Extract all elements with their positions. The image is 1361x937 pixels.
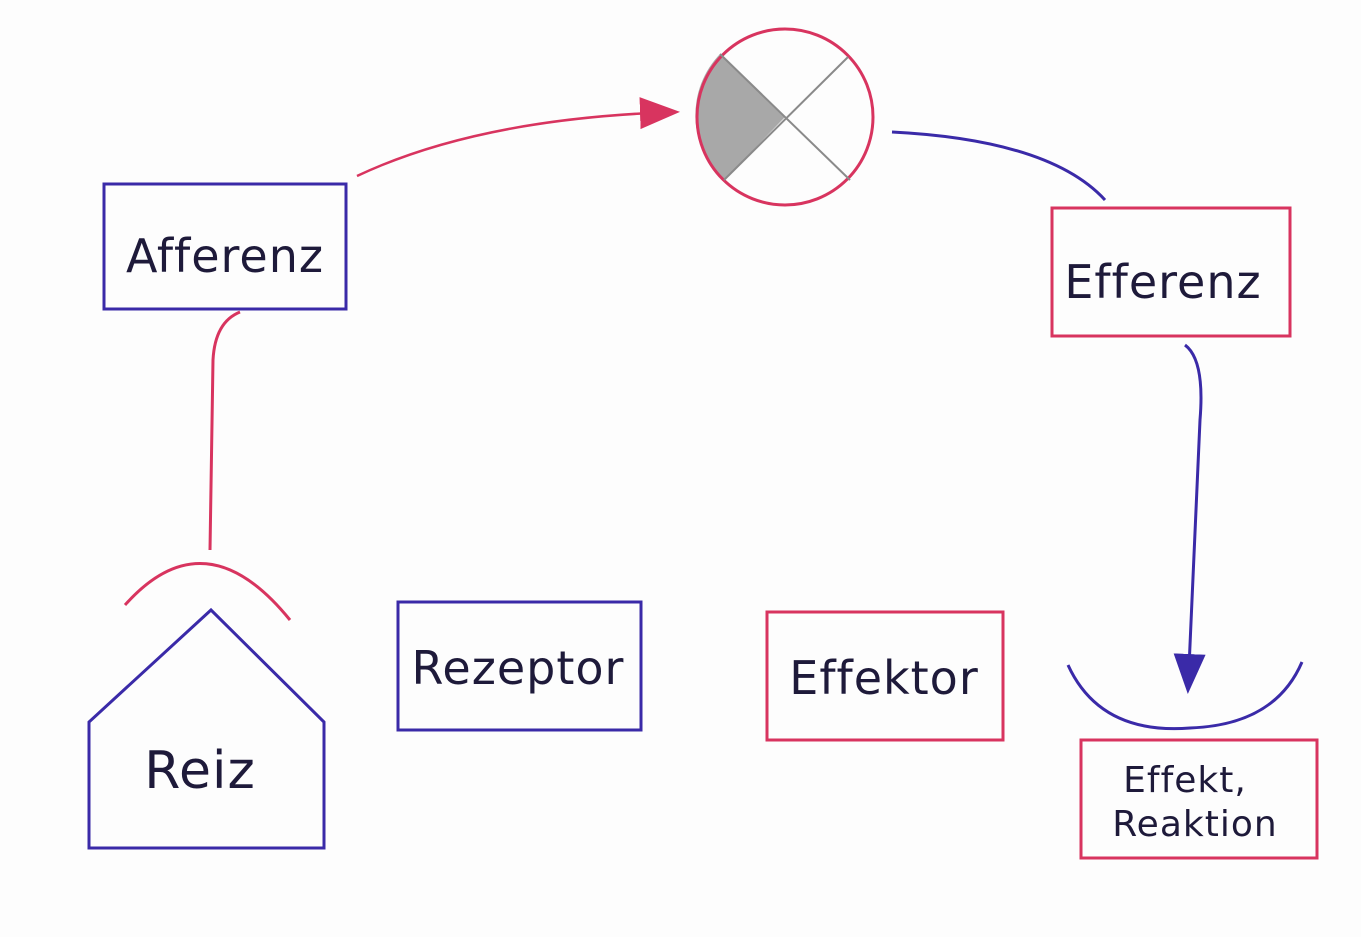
integration-center-symbol xyxy=(695,27,875,207)
effect-arc xyxy=(1066,661,1304,731)
effektor-box xyxy=(765,610,1005,742)
afferenz-label: Afferenz xyxy=(126,229,324,283)
afferent-arrow-to-center xyxy=(356,97,680,178)
effektor-label: Effektor xyxy=(789,651,978,705)
rezeptor-box xyxy=(396,600,643,732)
integration-center-shaded-quadrant xyxy=(695,54,785,180)
afferent-line-vertical xyxy=(208,310,241,551)
efferent-arrow-to-effect xyxy=(1173,343,1206,694)
reiz-label: Reiz xyxy=(144,741,256,801)
reiz-shape xyxy=(87,607,326,850)
effekt-label-line-1: Effekt, xyxy=(1123,760,1247,801)
rezeptor-label: Rezeptor xyxy=(412,641,625,695)
effekt-label-line-2: Reaktion xyxy=(1112,804,1277,845)
efferenz-box xyxy=(1050,206,1292,338)
integration-center-circle xyxy=(695,27,875,207)
efferent-line-from-center xyxy=(891,130,1107,202)
afferenz-box xyxy=(102,182,348,311)
integration-center-cross-line-2 xyxy=(723,56,849,181)
efferenz-label: Efferenz xyxy=(1064,255,1261,309)
integration-center-cross-line-1 xyxy=(719,53,851,181)
receptor-arc xyxy=(123,562,292,621)
effekt-reaktion-box xyxy=(1079,738,1319,860)
